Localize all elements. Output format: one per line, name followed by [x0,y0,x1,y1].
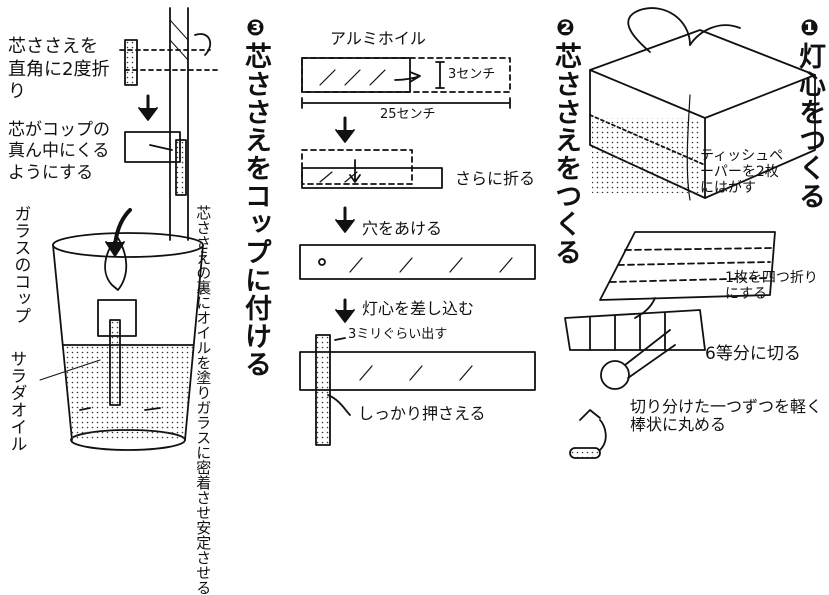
center-label: 芯がコップの真ん中にくるようにする [8,120,110,183]
step1-badge: ❶ [797,16,822,42]
protrude-label: 3ミリぐらい出す [348,327,448,342]
bend-diagram [119,7,221,241]
bent-holder [124,131,187,196]
foil-label: アルミホイル [330,29,426,48]
rolled-wick-drawing [569,409,607,459]
foil-sheet-2 [301,149,443,189]
step3-badge: ❸ [243,16,268,42]
fold-again-label: さらに折る [455,169,536,188]
step2-badge: ❷ [553,16,578,42]
foil-sheet-1 [301,57,511,109]
step1-title-text: 灯心をつくる [794,42,825,210]
tissue-label: ティッシュペーパーを2枚にはがす [700,148,784,197]
oil-label: サラダオイル [6,350,27,452]
back-oil-label: 芯ささえの裏にオイルを塗りガラスに密着させ安定させる [194,205,213,595]
candle-instructions: ❶灯心をつくる ティッシュペーパーを2枚にはがす 1枚を四つ折りにする 6等分に… [6,7,829,595]
hole-label: 穴をあける [362,219,443,238]
step2-title-text: 芯ささえをつくる [550,42,581,266]
height-label: 3センチ [448,67,496,82]
step3-title-text: 芯ささえをコップに付ける [240,42,271,378]
glass-cup-drawing [39,208,204,451]
step1-title: ❶灯心をつくる [790,16,829,210]
foil-sheet-4 [299,334,536,446]
arrow-down-1 [335,116,355,143]
width-label: 25センチ [380,107,436,122]
fold-label: 1枚を四つ折りにする [725,270,818,303]
insert-label: 灯心を差し込む [362,299,475,318]
tissue-sheet-drawing [599,231,776,319]
arrow-down-2 [335,206,355,233]
arrow-down-bend [138,94,158,121]
step3-title: ❸芯ささえをコップに付ける [236,16,275,378]
roll-label: 切り分けた一つずつを軽く棒状に丸める [630,397,823,435]
cut-label: 6等分に切る [705,344,801,364]
illustration-layer [39,7,816,459]
tissue-strip-drawing [564,309,706,390]
tissue-box-drawing [589,7,816,201]
glass-label: ガラスのコップ [10,205,31,324]
foil-sheet-3 [299,244,536,280]
press-label: しっかり押さえる [358,404,486,423]
bend-label: 芯ささえを直角に2度折り [8,36,110,102]
step2-title: ❷芯ささえをつくる [546,16,585,266]
arrow-down-3 [335,298,355,323]
